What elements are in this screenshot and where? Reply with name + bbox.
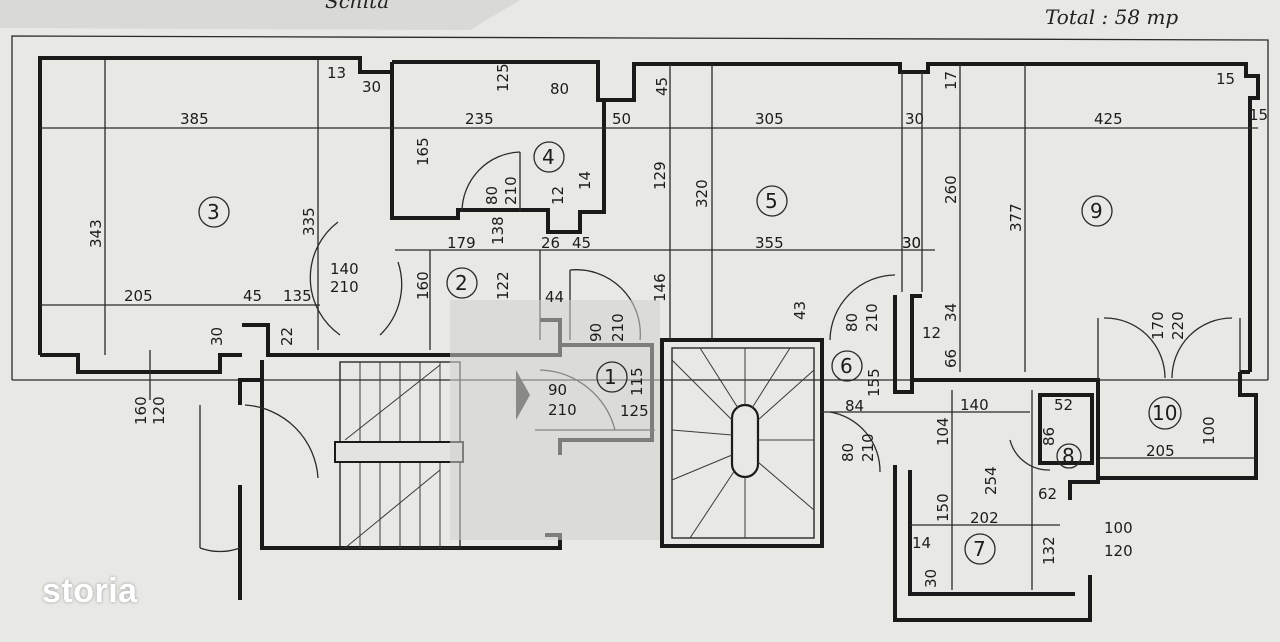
dim-label: 17: [942, 71, 960, 90]
dim-label: 44: [545, 288, 564, 306]
dim-label: 125: [494, 63, 512, 92]
dim-label: 135: [283, 287, 312, 305]
dim-label: 150: [934, 493, 952, 522]
dim-label: 305: [755, 110, 784, 128]
room-8-label: 8: [1062, 444, 1075, 468]
room-5-label: 5: [765, 189, 778, 213]
dim-label: 170: [1149, 311, 1167, 340]
dim-label: 115: [628, 367, 646, 396]
dim-label: 129: [651, 161, 669, 190]
dim-label: 210: [863, 303, 881, 332]
dim-label: 15: [1249, 106, 1268, 124]
dim-label: 43: [791, 301, 809, 320]
dim-label: 210: [330, 278, 359, 296]
dim-label: 385: [180, 110, 209, 128]
dim-label: 122: [494, 271, 512, 300]
dim-label: 210: [859, 433, 877, 462]
total-area: Total : 58 mp: [1045, 5, 1178, 29]
dim-label: 30: [902, 234, 921, 252]
dim-label: 30: [905, 110, 924, 128]
room-labels: 1 2 3 4 5 6 7 8 9 10: [198, 141, 1182, 565]
dim-label: 12: [922, 324, 941, 342]
dim-label: 13: [327, 64, 346, 82]
dim-label: 15: [1216, 70, 1235, 88]
dim-label: 22: [278, 327, 296, 346]
dim-label: 160: [132, 396, 150, 425]
dim-label: 26: [541, 234, 560, 252]
dim-label: 30: [902, 234, 921, 252]
paper-fold: [0, 0, 520, 30]
dim-label: 120: [150, 396, 168, 425]
dim-label: 86: [1040, 427, 1058, 446]
dim-label: 425: [1094, 110, 1123, 128]
dim-label: 235: [465, 110, 494, 128]
room-1-label: 1: [604, 365, 617, 389]
dim-label: 90: [587, 323, 605, 342]
dim-label: 179: [447, 234, 476, 252]
dim-label: 14: [576, 171, 594, 190]
room-7-label: 7: [973, 537, 986, 561]
dim-label: 45: [243, 287, 262, 305]
room-2-label: 2: [455, 271, 468, 295]
dim-label: 377: [1007, 203, 1025, 232]
dim-label: 80: [550, 80, 569, 98]
dim-label: 343: [87, 219, 105, 248]
dim-label: 140: [330, 260, 359, 278]
dim-label: 210: [502, 176, 520, 205]
dim-label: 100: [1200, 416, 1218, 445]
dim-label: 90: [548, 381, 567, 399]
dim-label: 165: [414, 137, 432, 166]
dim-label: 62: [1038, 485, 1057, 503]
dim-label: 12: [549, 186, 567, 205]
room-9-label: 9: [1090, 199, 1103, 223]
dim-label: 210: [609, 313, 627, 342]
dim-label: 84: [845, 397, 864, 415]
room-6-label: 6: [840, 354, 853, 378]
dim-label: 14: [912, 534, 931, 552]
dim-label: 125: [620, 402, 649, 420]
dim-label: 220: [1169, 311, 1187, 340]
dim-label: 30: [208, 327, 226, 346]
dim-label: 260: [942, 175, 960, 204]
dim-label: 45: [572, 234, 591, 252]
dim-label: 120: [1104, 542, 1133, 560]
dim-label: 140: [960, 396, 989, 414]
dim-label: 30: [362, 78, 381, 96]
dimension-lines: [40, 60, 1258, 590]
room-4-label: 4: [542, 145, 555, 169]
dim-label: 66: [942, 349, 960, 368]
spiral-staircase: [671, 347, 815, 539]
dim-label: 205: [1146, 442, 1175, 460]
dim-label: 205: [124, 287, 153, 305]
shaded-landing: [450, 300, 660, 540]
dim-label: 30: [922, 569, 940, 588]
dim-label: 320: [693, 179, 711, 208]
dim-label: 80: [839, 443, 857, 462]
dim-label: 104: [934, 417, 952, 446]
dim-label: 210: [548, 401, 577, 419]
dim-label: 254: [982, 466, 1000, 495]
dim-label: 160: [414, 271, 432, 300]
storia-logo: storia: [42, 572, 138, 610]
dim-label: 80: [483, 186, 501, 205]
dim-label: 138: [489, 216, 507, 245]
dim-label: 335: [300, 207, 318, 236]
dim-label: 355: [755, 234, 784, 252]
dim-label: 155: [865, 368, 883, 397]
plan-title: Schita: [325, 0, 389, 13]
dimension-labels: 385 343 335 205 45 135 30 22 160 120 13 …: [87, 63, 1268, 588]
dim-label: 52: [1054, 396, 1073, 414]
room-10-label: 10: [1152, 401, 1177, 425]
dim-label: 146: [651, 273, 669, 302]
dim-label: 50: [612, 110, 631, 128]
dim-label: 80: [843, 313, 861, 332]
dim-label: 45: [653, 77, 671, 96]
dim-label: 202: [970, 509, 999, 527]
dim-label: 132: [1040, 536, 1058, 565]
dim-label: 100: [1104, 519, 1133, 537]
dim-label: 34: [942, 303, 960, 322]
room-3-label: 3: [207, 200, 220, 224]
